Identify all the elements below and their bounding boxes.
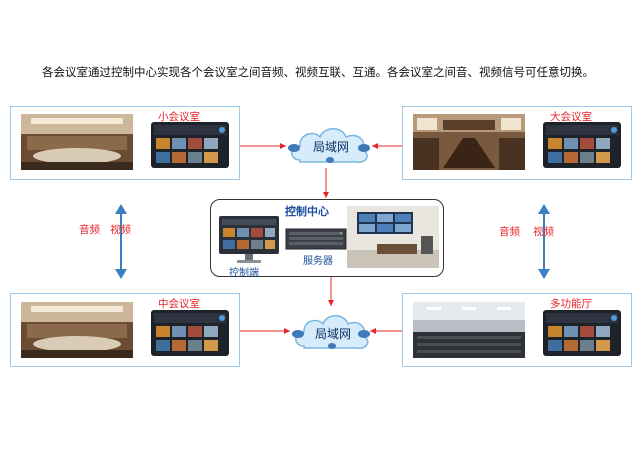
room-label: 中会议室 bbox=[158, 298, 200, 310]
meeting-room-photo bbox=[413, 114, 525, 170]
hall-photo bbox=[413, 302, 525, 358]
right-audio-label: 音频 bbox=[499, 226, 520, 238]
room-large-meeting: 大会议室 bbox=[402, 106, 632, 180]
control-panel-screen bbox=[151, 122, 229, 168]
control-panel-screen bbox=[151, 310, 229, 356]
network-label: 局域网 bbox=[313, 140, 350, 154]
right-video-label: 视频 bbox=[533, 226, 554, 238]
room-label: 小会议室 bbox=[158, 111, 200, 123]
headline: 各会议室通过控制中心实现各个会议室之间音频、视频互联、互通。各会议室之间音、视频… bbox=[42, 65, 594, 79]
control-center-title: 控制中心 bbox=[285, 205, 329, 218]
meeting-room-photo bbox=[21, 302, 133, 358]
console-monitor-icon bbox=[219, 216, 279, 263]
control-center-box: 控制中心 控制端 服务器 bbox=[210, 199, 444, 279]
room-label: 多功能厅 bbox=[550, 298, 592, 310]
right-bidirectional-arrow bbox=[538, 204, 550, 279]
console-label: 控制端 bbox=[229, 268, 259, 279]
network-label: 局域网 bbox=[315, 327, 352, 341]
room-photo bbox=[413, 302, 525, 358]
room-label: 大会议室 bbox=[550, 111, 592, 123]
room-photo bbox=[413, 114, 525, 170]
server-label: 服务器 bbox=[303, 256, 333, 267]
control-panel-screen bbox=[543, 310, 621, 356]
control-room-photo bbox=[347, 206, 439, 268]
room-photo bbox=[21, 114, 133, 170]
room-small-meeting: 小会议室 bbox=[10, 106, 240, 180]
network-cloud-bottom: 局域网 bbox=[290, 310, 372, 354]
room-photo bbox=[21, 302, 133, 358]
left-audio-label: 音频 bbox=[79, 224, 100, 236]
cloud-icon bbox=[292, 315, 370, 349]
room-medium-meeting: 中会议室 bbox=[10, 293, 240, 367]
network-cloud-top: 局域网 bbox=[286, 122, 372, 168]
meeting-room-photo bbox=[21, 114, 133, 170]
control-panel-screen bbox=[543, 122, 621, 168]
cloud-icon bbox=[288, 128, 370, 163]
left-bidirectional-arrow bbox=[115, 204, 127, 279]
left-video-label: 视频 bbox=[110, 224, 131, 236]
room-multifunction-hall: 多功能厅 bbox=[402, 293, 632, 367]
server-icon bbox=[285, 228, 347, 250]
